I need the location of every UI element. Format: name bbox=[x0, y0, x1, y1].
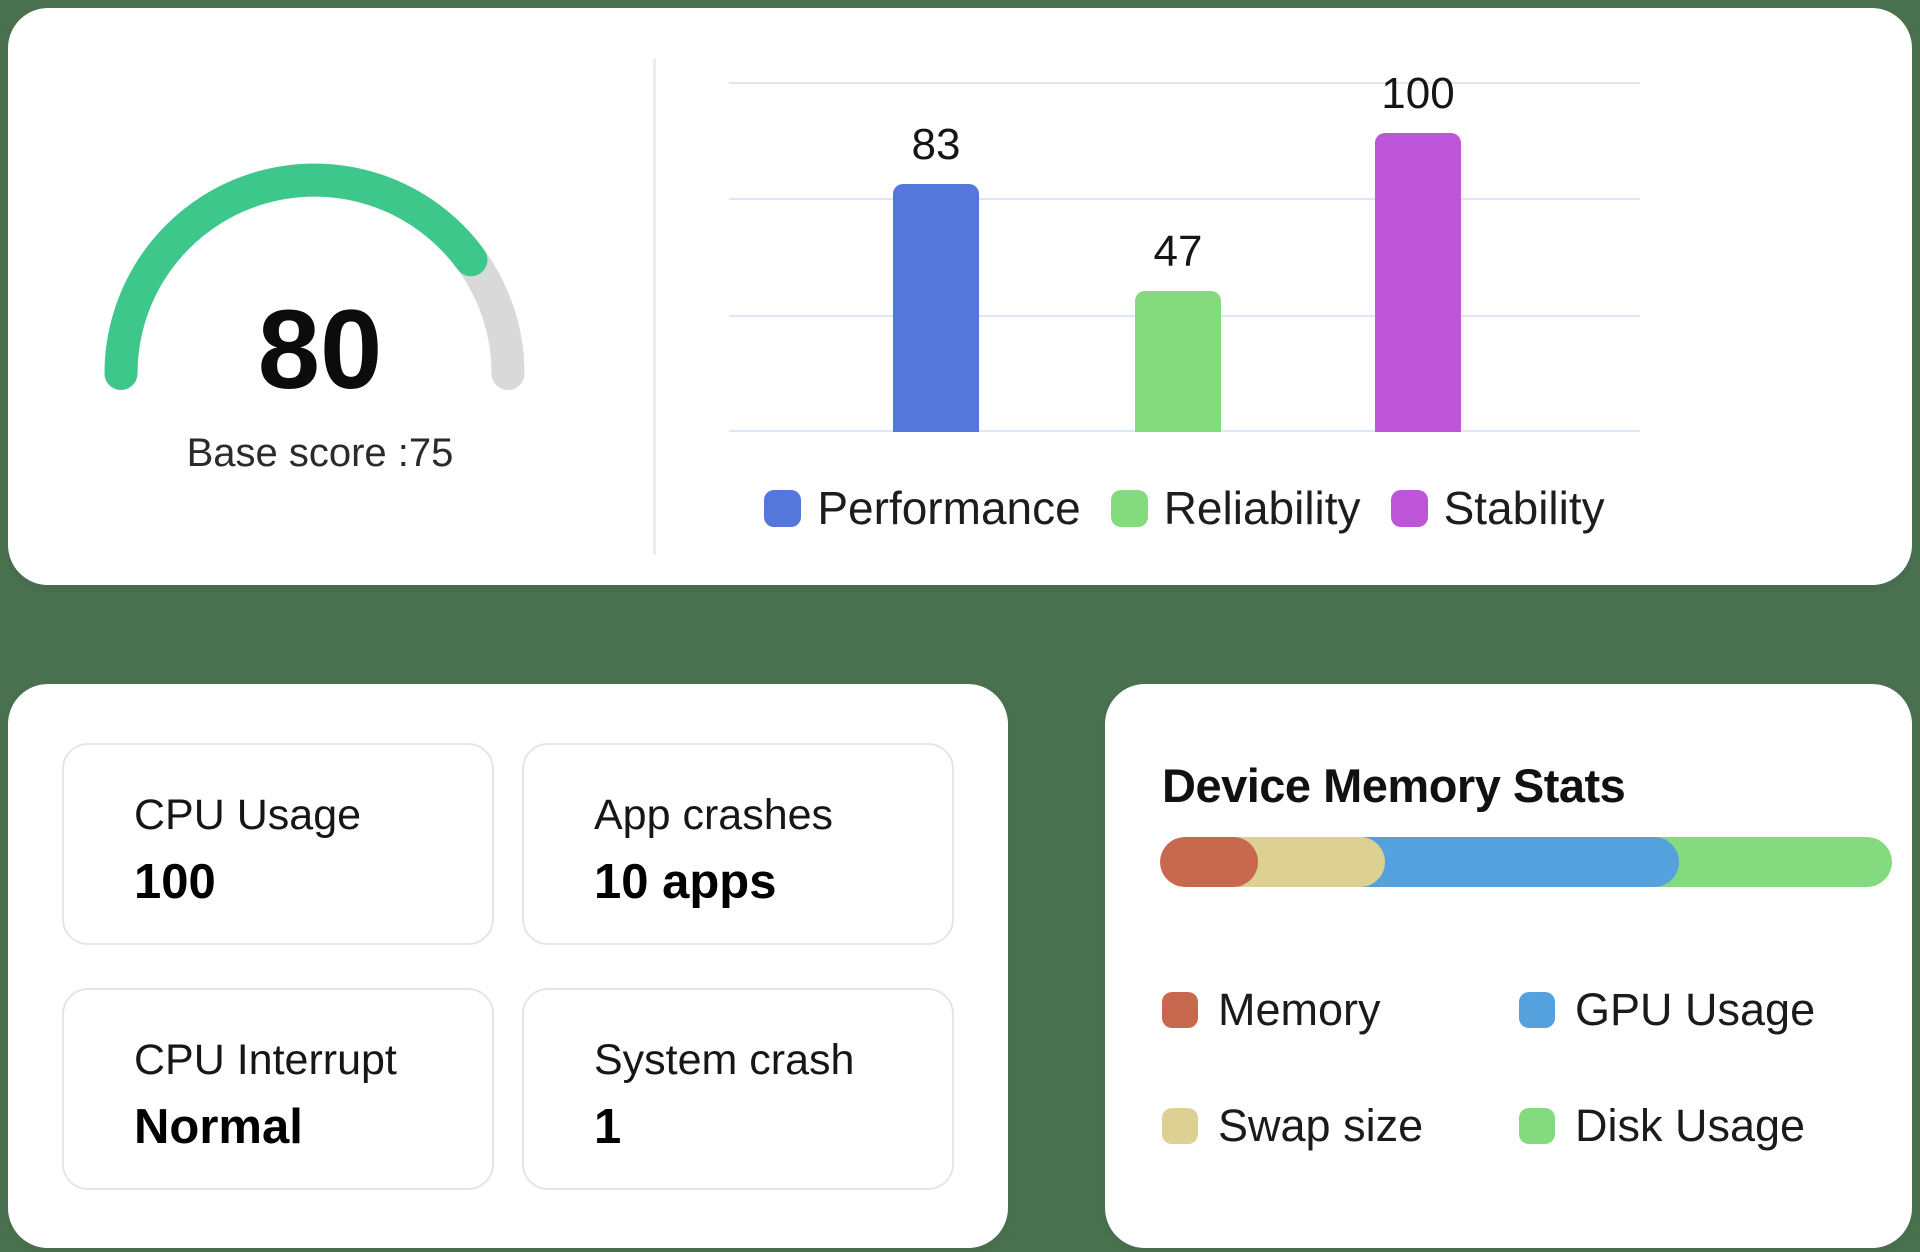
legend-label: Memory bbox=[1218, 984, 1381, 1035]
legend-item-performance[interactable]: Performance bbox=[764, 481, 1081, 535]
bar-stability bbox=[1375, 133, 1461, 432]
tile-system-crash: System crash 1 bbox=[522, 988, 954, 1190]
score-summary-card: 80 Base score :75 83 47 100 Performance Re… bbox=[8, 8, 1912, 585]
tile-app-crashes: App crashes 10 apps bbox=[522, 743, 954, 945]
score-value: 80 bbox=[257, 287, 383, 412]
legend-item-reliability[interactable]: Reliability bbox=[1110, 481, 1361, 535]
tile-value: Normal bbox=[134, 1100, 303, 1154]
gauge-fill-arc bbox=[104, 163, 488, 390]
legend-item-memory[interactable]: Memory bbox=[1162, 984, 1381, 1035]
bar-value-label: 47 bbox=[1153, 227, 1203, 276]
legend-label: Stability bbox=[1443, 482, 1605, 534]
memory-stacked-bar bbox=[1160, 837, 1892, 887]
legend-item-disk-usage[interactable]: Disk Usage bbox=[1519, 1100, 1805, 1151]
legend-item-swap-size[interactable]: Swap size bbox=[1162, 1100, 1423, 1151]
legend-label: Swap size bbox=[1218, 1100, 1424, 1151]
base-score-caption: Base score :75 bbox=[186, 431, 454, 475]
bar-value-label: 100 bbox=[1381, 69, 1455, 118]
bar-performance bbox=[893, 184, 979, 432]
legend-item-gpu-usage[interactable]: GPU Usage bbox=[1519, 984, 1815, 1035]
swap-size-swatch-icon bbox=[1162, 1108, 1198, 1144]
reliability-swatch-icon bbox=[1110, 489, 1148, 527]
memory-segment-gpu-usage bbox=[1335, 837, 1679, 887]
gridline bbox=[729, 198, 1640, 200]
device-memory-stats-card: Device Memory Stats Memory GPU Usage Swa… bbox=[1105, 684, 1912, 1248]
legend-label: Performance bbox=[817, 482, 1081, 534]
bar-reliability bbox=[1135, 291, 1221, 432]
tile-value: 1 bbox=[594, 1100, 622, 1154]
memory-segment-memory bbox=[1160, 837, 1258, 887]
gpu-usage-swatch-icon bbox=[1519, 992, 1555, 1028]
score-gauge-chart bbox=[104, 163, 525, 390]
legend-label: Reliability bbox=[1163, 482, 1361, 534]
tile-label: CPU Usage bbox=[134, 791, 362, 839]
tile-value: 10 apps bbox=[594, 855, 777, 909]
tile-label: System crash bbox=[594, 1036, 855, 1084]
vertical-divider bbox=[653, 58, 656, 555]
tile-cpu-usage: CPU Usage 100 bbox=[62, 743, 494, 945]
tile-label: CPU Interrupt bbox=[134, 1036, 397, 1084]
score-chart-legend: Performance Reliability Stability bbox=[729, 482, 1640, 534]
system-stats-card: CPU Usage 100 App crashes 10 apps CPU In… bbox=[8, 684, 1008, 1248]
tile-cpu-interrupt: CPU Interrupt Normal bbox=[62, 988, 494, 1190]
gridline bbox=[729, 82, 1640, 84]
tile-label: App crashes bbox=[594, 791, 834, 839]
bar-value-label: 83 bbox=[911, 120, 961, 169]
stability-swatch-icon bbox=[1390, 489, 1428, 527]
legend-label: GPU Usage bbox=[1575, 984, 1816, 1035]
score-bar-chart: 83 47 100 bbox=[729, 69, 1640, 432]
tile-value: 100 bbox=[134, 855, 216, 909]
legend-item-stability[interactable]: Stability bbox=[1390, 481, 1605, 535]
performance-swatch-icon bbox=[764, 489, 802, 527]
memory-card-title: Device Memory Stats bbox=[1162, 759, 1626, 812]
legend-label: Disk Usage bbox=[1575, 1100, 1806, 1151]
memory-swatch-icon bbox=[1162, 992, 1198, 1028]
disk-usage-swatch-icon bbox=[1519, 1108, 1555, 1144]
